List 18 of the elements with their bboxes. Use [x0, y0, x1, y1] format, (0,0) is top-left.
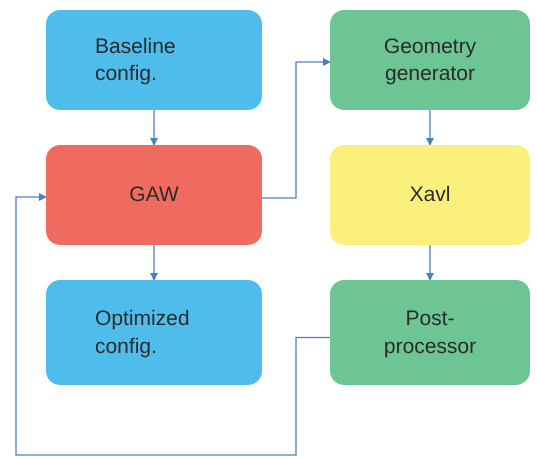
process-box	[330, 145, 530, 245]
arrow	[15, 193, 330, 456]
box-label: Post-processor	[382, 306, 478, 360]
arrow	[426, 110, 434, 146]
box-label: Optimized config.	[95, 306, 191, 360]
process-box	[330, 10, 530, 110]
box-label: Xavl	[410, 182, 450, 208]
box-label: Geometry generator	[382, 34, 478, 87]
arrow	[426, 245, 434, 281]
box-label: GAW	[129, 182, 179, 208]
process-box	[46, 280, 262, 385]
box-label: Baseline config.	[95, 34, 177, 87]
arrow	[150, 245, 158, 281]
process-box	[330, 280, 530, 385]
arrow	[262, 58, 331, 199]
process-box	[46, 145, 262, 245]
process-box	[46, 10, 262, 110]
arrow	[150, 110, 158, 146]
